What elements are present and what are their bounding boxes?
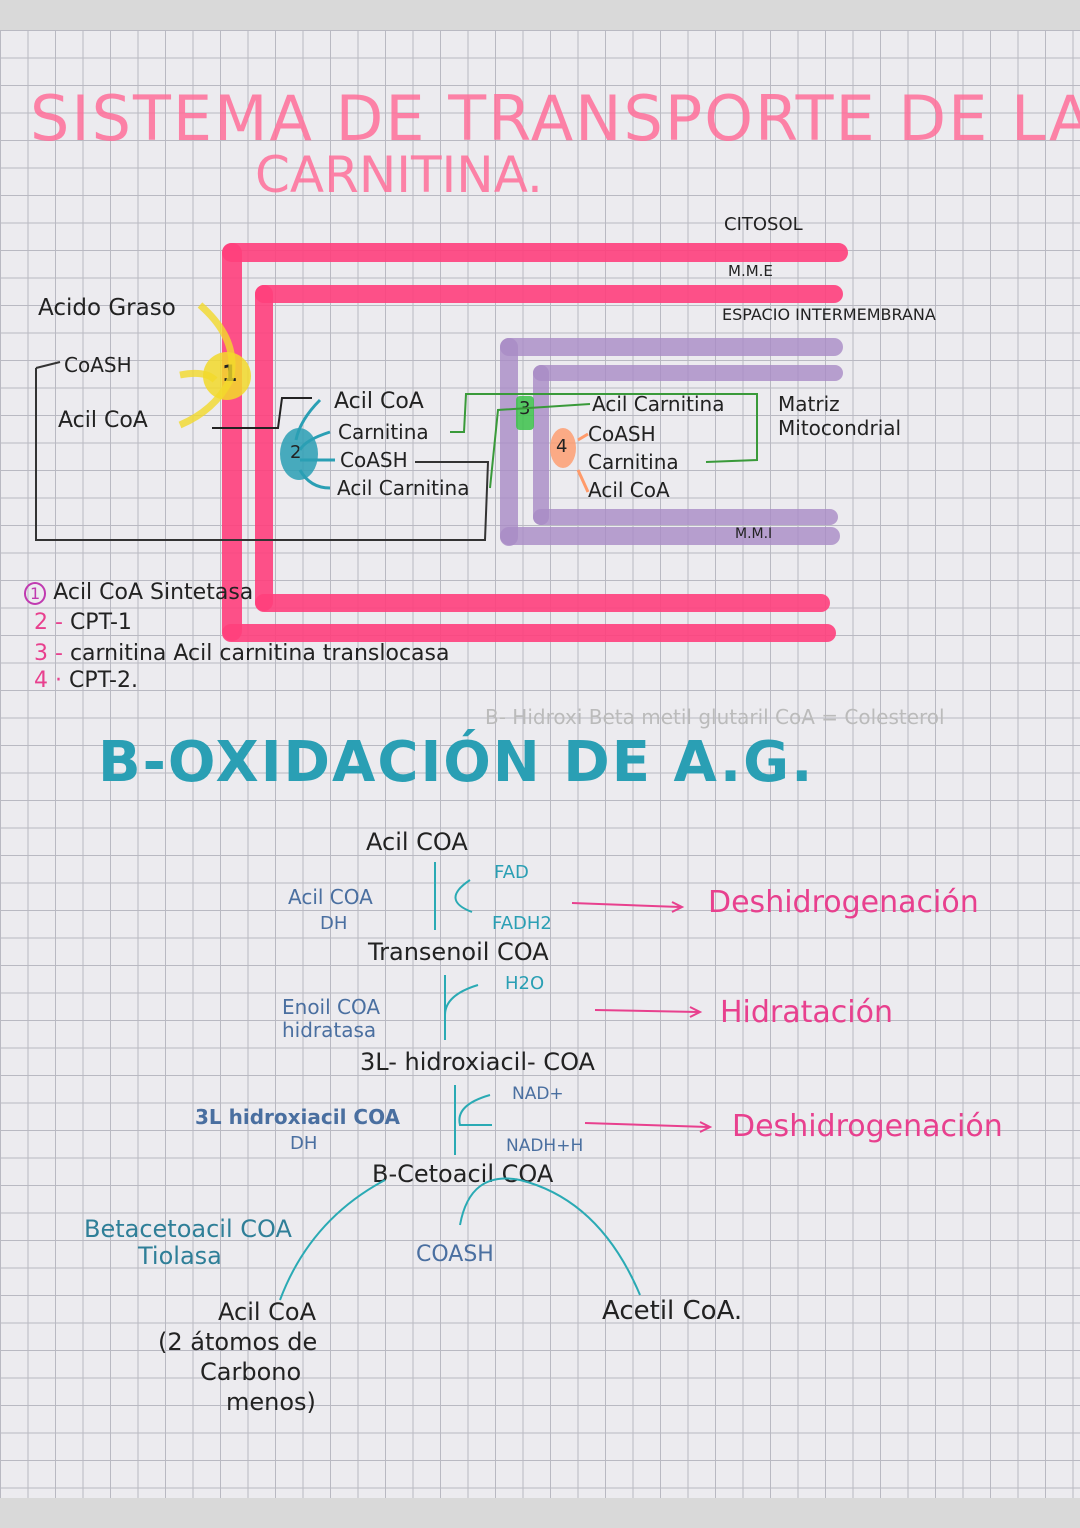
enzyme-2-marker — [280, 428, 318, 480]
label-mmi: M.M.I — [735, 526, 773, 542]
product-acil-coa: Acil CoA — [218, 1298, 317, 1326]
mx-coash: CoASH — [588, 422, 656, 446]
process-deshidrogenacion-1: Deshidrogenación — [708, 885, 979, 920]
im-coash: CoASH — [340, 448, 408, 472]
arrow-tiolasa-right — [459, 1177, 641, 1296]
oxidation-heading: B-OXIDACIÓN DE A.G. — [98, 730, 815, 795]
enzyme-4-number: 4 — [556, 436, 568, 457]
product-note-3: menos) — [226, 1388, 316, 1416]
process-arrow-1 — [571, 901, 685, 913]
enzyme-2-number: 2 — [290, 442, 302, 463]
title-line-1: SISTEMA DE TRANSPORTE DE LA — [30, 82, 1080, 155]
outer-membrane-inner-top — [255, 285, 843, 303]
step-acil-coa: Acil COA — [366, 828, 468, 856]
arrow-h2o — [444, 984, 479, 1016]
enzyme-tiolasa-2: Tiolasa — [138, 1242, 222, 1270]
title-line-2: CARNITINA. — [255, 146, 543, 204]
inner-membrane-inner-side — [533, 365, 549, 525]
enzyme-hidroxiacil-dh-1: 3L hidroxiacil COA — [195, 1105, 401, 1129]
step-cetoacil-coa: B-Cetoacil COA — [372, 1160, 554, 1188]
label-mme: M.M.E — [728, 262, 773, 280]
inner-membrane-top — [500, 338, 843, 356]
mx-acil-coa: Acil CoA — [588, 478, 670, 502]
enzyme-acil-coa-dh-2: DH — [320, 913, 348, 934]
im-acil-carnitina: Acil Carnitina — [337, 476, 470, 500]
cpt1-arrows — [294, 398, 335, 490]
process-arrow-3 — [584, 1121, 713, 1133]
label-intermembrana: ESPACIO INTERMEMBRANA — [722, 305, 936, 324]
product-note-2: Carbono — [200, 1358, 302, 1386]
acido-graso: Acido Graso — [38, 295, 176, 321]
cpt2-arrows — [576, 432, 590, 493]
label-citosol: CITOSOL — [724, 214, 803, 235]
translocase-in — [489, 403, 591, 489]
notebook-page — [0, 30, 1080, 1498]
enzyme-enoil-1: Enoil COA — [282, 995, 381, 1019]
label-mitocondrial: Mitocondrial — [778, 416, 902, 440]
process-deshidrogenacion-2: Deshidrogenación — [732, 1109, 1003, 1144]
cofactor-h2o: H2O — [505, 973, 545, 994]
im-carnitina: Carnitina — [338, 420, 429, 444]
legend-item-2: 2 - CPT-1 — [34, 610, 132, 635]
faint-bleedthrough-text: B- Hidroxi Beta metil glutaril CoA = Col… — [485, 705, 945, 729]
inner-membrane-inner-top — [533, 365, 843, 381]
process-arrow-2 — [594, 1006, 703, 1018]
step-hidroxiacil-coa: 3L- hidroxiacil- COA — [360, 1048, 595, 1076]
mx-carnitina: Carnitina — [588, 450, 679, 474]
mx-acil-carnitina: Acil Carnitina — [592, 392, 725, 416]
cofactor-nadh: NADH+H — [506, 1136, 584, 1156]
legend-item-3: 3 - carnitina Acil carnitina translocasa — [34, 641, 450, 666]
arrow-nad — [458, 1094, 492, 1126]
product-acetil-coa: Acetil CoA. — [602, 1296, 743, 1326]
inner-membrane-side — [500, 338, 518, 546]
arrow-tiolasa-left — [279, 1179, 386, 1301]
outer-membrane-inner-side — [255, 285, 273, 611]
enzyme-acil-coa-dh-1: Acil COA — [288, 885, 373, 909]
cytosol-coash: CoASH — [64, 353, 132, 377]
legend-item-4: 4 · CPT-2. — [34, 668, 138, 693]
enzyme-hidroxiacil-dh-2: DH — [290, 1133, 318, 1154]
enzyme-4-marker — [550, 428, 576, 468]
acil-coa-to-cpt1 — [212, 397, 312, 429]
enzyme-3-marker — [516, 396, 534, 430]
outer-membrane-bottom — [222, 624, 836, 642]
cofactor-fad: FAD — [494, 862, 529, 883]
coash-released: COASH — [416, 1242, 494, 1267]
coash-return-line — [35, 368, 490, 541]
im-acil-coa: Acil CoA — [334, 389, 424, 414]
inner-membrane-inner-bottom — [533, 509, 838, 525]
label-matriz: Matriz — [778, 392, 840, 416]
cofactor-fadh2: FADH2 — [492, 913, 552, 934]
carnitina-return — [450, 393, 758, 463]
product-note-1: (2 átomos de — [158, 1328, 318, 1356]
legend-item-1: 1 Acil CoA Sintetasa — [24, 582, 253, 605]
step-transenoil-coa: Transenoil COA — [368, 938, 549, 966]
arrow-fad — [454, 879, 473, 913]
enzyme-tiolasa-1: Betacetoacil COA — [84, 1215, 292, 1243]
outer-membrane-inner-bottom — [255, 594, 830, 612]
cofactor-nad: NAD+ — [512, 1084, 564, 1104]
enzyme-enoil-2: hidratasa — [282, 1018, 377, 1042]
cytosol-acil-coa: Acil CoA — [58, 408, 148, 433]
outer-membrane-top — [222, 243, 848, 262]
inner-membrane-bottom — [500, 527, 840, 545]
fatty-acid-arrow — [178, 302, 236, 429]
process-hidratacion: Hidratación — [720, 995, 893, 1030]
coash-arrow — [35, 361, 61, 369]
